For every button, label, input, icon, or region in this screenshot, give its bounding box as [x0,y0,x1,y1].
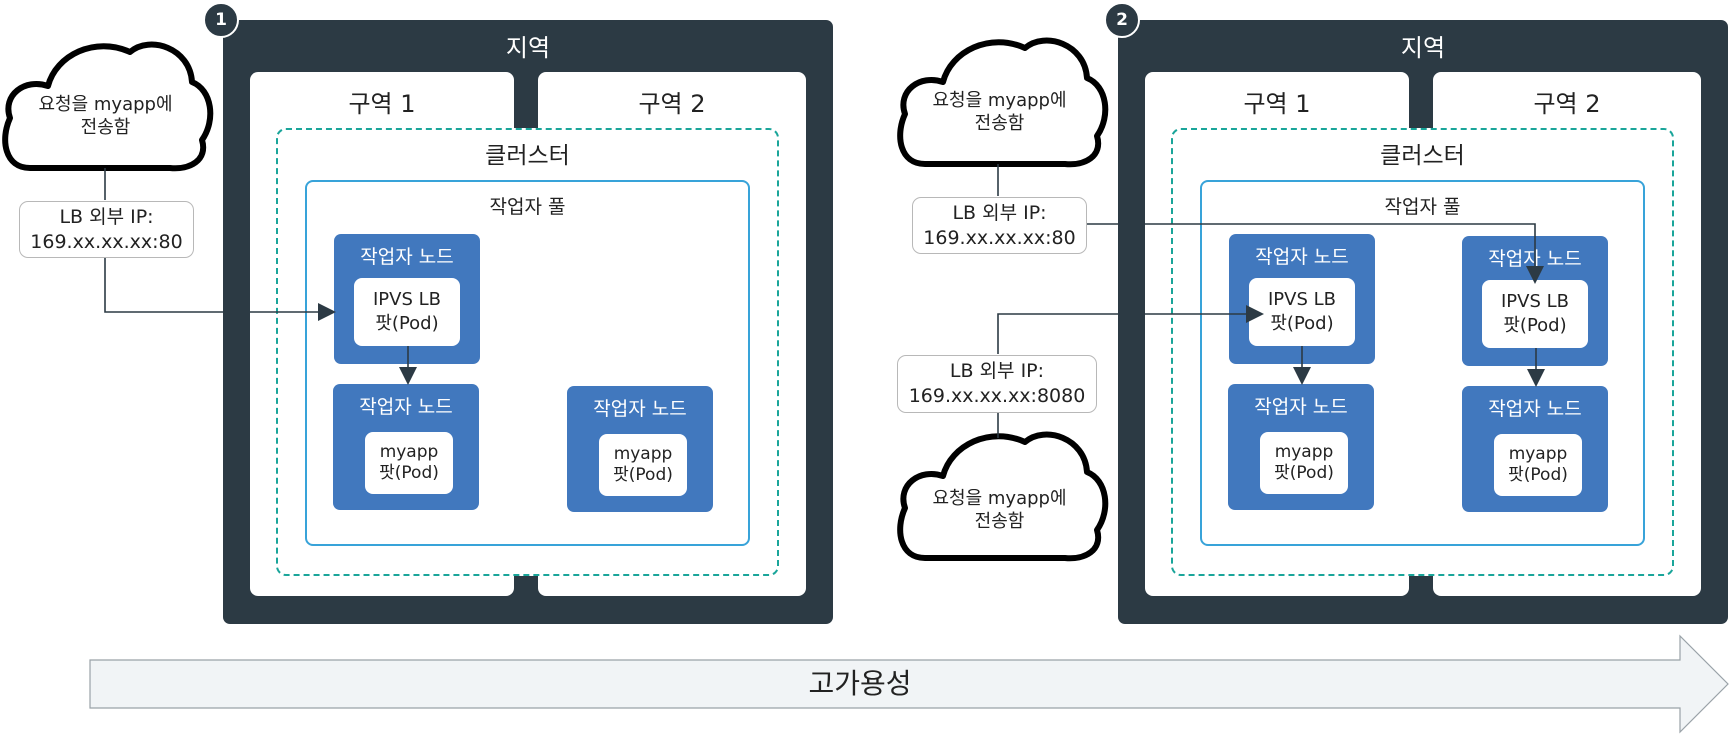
worker-pool-title: 작업자 풀 [1384,196,1461,218]
lb-external-ip-label: LB 외부 IP: 169.xx.xx.xx:8080 [908,360,1086,407]
connector-arrow [104,256,336,321]
worker-node-ipvs: 작업자 노드 IPVS LB 팟(Pod) [1229,234,1375,364]
myapp-pod: myapp 팟(Pod) [1260,432,1348,494]
cluster-title: 클러스터 [1380,143,1465,169]
zone-title: 구역 2 [638,90,706,118]
myapp-pod: myapp 팟(Pod) [599,434,687,496]
pod-label: myapp 팟(Pod) [1508,444,1568,485]
cloud-icon [897,431,1109,562]
zone-title: 구역 1 [1243,90,1311,118]
lb-external-ip-box: LB 외부 IP: 169.xx.xx.xx:80 [912,197,1087,254]
myapp-pod: myapp 팟(Pod) [1494,434,1582,496]
worker-node-title: 작업자 노드 [1254,396,1348,418]
cloud-icon [897,37,1109,168]
high-availability-label: 고가용성 [808,667,912,700]
worker-node-myapp: 작업자 노드 myapp 팟(Pod) [567,386,713,512]
lb-external-ip-box: LB 외부 IP: 169.xx.xx.xx:8080 [897,355,1097,413]
myapp-pod: myapp 팟(Pod) [365,432,453,494]
ipvs-lb-pod: IPVS LB 팟(Pod) [354,278,460,346]
request-cloud-2: 요청을 myapp에 전송함 [912,84,1087,140]
request-cloud-3: 요청을 myapp에 전송함 [912,482,1087,538]
step-badge: 2 [1104,2,1140,38]
pod-label: myapp 팟(Pod) [613,444,673,485]
region-title: 지역 [1400,34,1446,62]
worker-pool-title: 작업자 풀 [489,196,566,218]
cluster-title: 클러스터 [485,143,570,169]
worker-node-myapp: 작업자 노드 myapp 팟(Pod) [1228,384,1374,510]
worker-node-ipvs: 작업자 노드 IPVS LB 팟(Pod) [334,234,480,364]
ipvs-lb-pod: IPVS LB 팟(Pod) [1249,278,1355,346]
pod-label: myapp 팟(Pod) [379,442,439,483]
pod-label: IPVS LB 팟(Pod) [372,289,441,334]
step-badge: 1 [203,2,239,38]
zone-title: 구역 2 [1533,90,1601,118]
request-cloud-label: 요청을 myapp에 전송함 [932,488,1067,532]
worker-node-ipvs: 작업자 노드 IPVS LB 팟(Pod) [1462,236,1608,366]
worker-node-title: 작업자 노드 [360,246,454,268]
connector-arrow [997,305,1264,354]
worker-node-title: 작업자 노드 [359,396,453,418]
lb-external-ip-label: LB 외부 IP: 169.xx.xx.xx:80 [923,201,1076,249]
pod-label: IPVS LB 팟(Pod) [1500,291,1569,336]
cloud-icon [2,41,214,172]
worker-node-myapp: 작업자 노드 myapp 팟(Pod) [1462,386,1608,512]
pod-label: myapp 팟(Pod) [1274,442,1334,483]
worker-node-title: 작업자 노드 [1255,246,1349,268]
worker-node-title: 작업자 노드 [1488,398,1582,420]
connector-arrow [1084,223,1544,284]
lb-external-ip-label: LB 외부 IP: 169.xx.xx.xx:80 [30,205,183,253]
request-cloud-label: 요청을 myapp에 전송함 [38,94,173,138]
region-title: 지역 [505,34,551,62]
pod-label: IPVS LB 팟(Pod) [1267,289,1336,334]
zone-title: 구역 1 [348,90,416,118]
worker-node-title: 작업자 노드 [593,398,687,420]
request-cloud-1: 요청을 myapp에 전송함 [18,88,193,144]
worker-node-myapp: 작업자 노드 myapp 팟(Pod) [333,384,479,510]
ipvs-lb-pod: IPVS LB 팟(Pod) [1482,280,1588,348]
high-availability-arrow [89,634,1729,734]
lb-external-ip-box: LB 외부 IP: 169.xx.xx.xx:80 [19,201,194,258]
request-cloud-label: 요청을 myapp에 전송함 [932,90,1067,134]
